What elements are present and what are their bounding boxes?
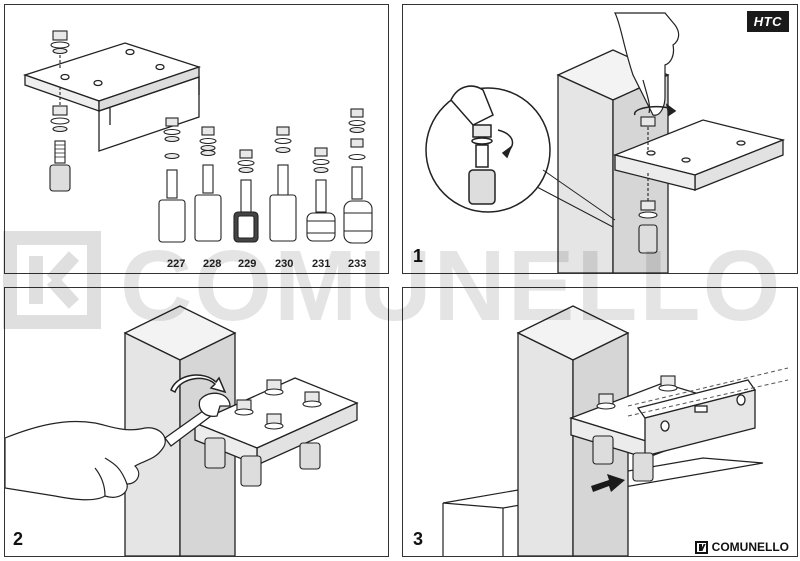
- comunello-logo-icon: [694, 540, 708, 554]
- roller-installed: [638, 173, 658, 254]
- bolts: [596, 375, 678, 410]
- part-label-229: 229: [238, 258, 256, 270]
- brand-name: COMUNELLO: [711, 540, 789, 554]
- htc-badge: HTC: [746, 11, 789, 32]
- panel-step-3: 3 COMUNELLO: [402, 287, 798, 557]
- hand-icon: [614, 12, 680, 116]
- part-label-227: 227: [167, 258, 185, 270]
- hand-icon: [5, 420, 166, 501]
- step-1-illustration: [425, 12, 786, 273]
- part-label-230: 230: [275, 258, 293, 270]
- step-number-1: 1: [413, 246, 424, 266]
- comunello-brand: COMUNELLO: [692, 540, 791, 554]
- step-number-2: 2: [13, 529, 24, 549]
- roller-variants: [158, 108, 373, 244]
- detail-magnifier: [425, 85, 616, 228]
- bracket: [612, 119, 786, 191]
- part-label-231: 231: [312, 258, 330, 270]
- curved-arrow-icon: [170, 374, 227, 394]
- rollers: [204, 437, 321, 487]
- wrench-icon: [164, 392, 231, 447]
- bracket-plate: [22, 42, 202, 152]
- bolts: [234, 379, 322, 430]
- panel-parts-overview: 227 228 229 230 231 233: [4, 4, 389, 274]
- right-arrow-icon: [591, 474, 625, 492]
- part-label-233: 233: [348, 258, 366, 270]
- step-3-illustration: [442, 305, 789, 556]
- roller-exploded: [49, 87, 71, 192]
- parts-illustration: 227 228 229 230 231 233: [22, 30, 373, 270]
- nut-stack-top: [50, 30, 70, 69]
- step-2-illustration: [5, 305, 359, 556]
- panel-step-1: HTC 1: [402, 4, 798, 274]
- panel-step-2: 2: [4, 287, 389, 557]
- curved-arrow-icon: [634, 103, 677, 117]
- spirit-level: [636, 379, 757, 457]
- step-number-3: 3: [413, 529, 424, 549]
- part-label-228: 228: [203, 258, 221, 270]
- rollers: [592, 435, 654, 482]
